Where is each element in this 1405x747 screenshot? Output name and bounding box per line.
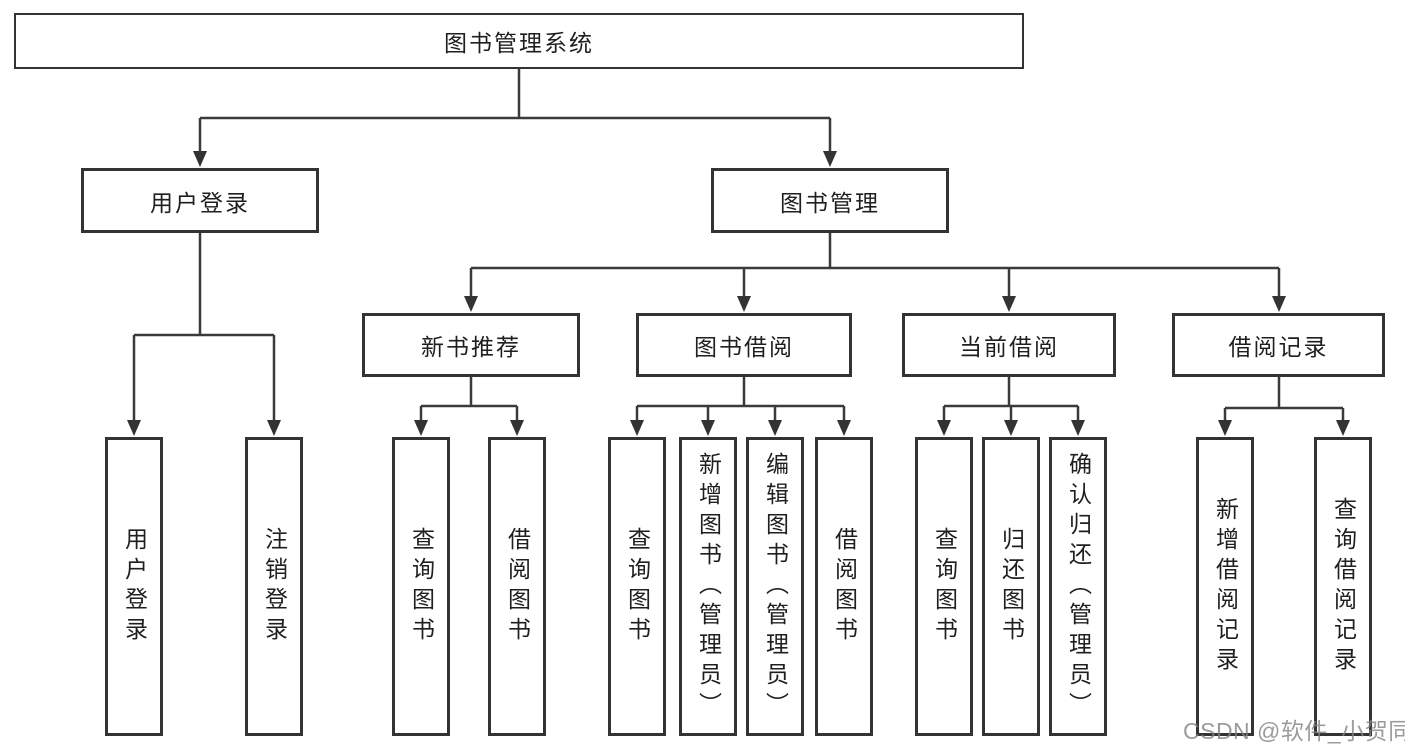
leaf-label: 借阅图书 <box>831 526 858 647</box>
leaf-label: 查询图书 <box>931 526 958 647</box>
node-borrowing-records: 借阅记录 <box>1172 313 1385 377</box>
node-new-book-recommendation: 新书推荐 <box>362 313 580 377</box>
leaf-label: 借阅图书 <box>504 526 531 647</box>
node-user-login: 用户登录 <box>81 168 319 233</box>
leaf-query-books-borrowing: 查询图书 <box>608 437 666 736</box>
leaf-label: 查询图书 <box>408 526 435 647</box>
leaf-label: 用户登录 <box>121 526 148 647</box>
leaf-logout: 注销登录 <box>245 437 303 736</box>
node-library-management-system: 图书管理系统 <box>14 13 1024 69</box>
leaf-edit-books-admin: 编辑图书（管理员） <box>746 437 804 736</box>
node-label: 用户登录 <box>150 189 250 216</box>
leaf-label: 注销登录 <box>261 526 288 647</box>
csdn-watermark: CSDN @软件_小贺同学 <box>1183 718 1405 744</box>
leaf-add-books-admin: 新增图书（管理员） <box>679 437 737 736</box>
leaf-borrow-books: 借阅图书 <box>815 437 873 736</box>
node-label: 图书借阅 <box>694 334 794 360</box>
node-current-borrowing: 当前借阅 <box>902 313 1116 377</box>
node-label: 新书推荐 <box>421 334 521 360</box>
leaf-label: 查询借阅记录 <box>1330 496 1357 677</box>
node-label: 图书管理 <box>780 189 880 216</box>
leaf-label: 编辑图书（管理员） <box>762 451 789 722</box>
leaf-label: 查询图书 <box>624 526 651 647</box>
leaf-return-books: 归还图书 <box>982 437 1040 736</box>
leaf-label: 归还图书 <box>998 526 1025 647</box>
node-book-management: 图书管理 <box>711 168 949 233</box>
leaf-user-login: 用户登录 <box>105 437 163 736</box>
node-label: 图书管理系统 <box>444 30 594 56</box>
leaf-borrow-books-recommend: 借阅图书 <box>488 437 546 736</box>
leaf-query-books-current: 查询图书 <box>915 437 973 736</box>
leaf-label: 新增借阅记录 <box>1212 496 1239 677</box>
node-label: 当前借阅 <box>959 334 1059 360</box>
leaf-label: 确认归还（管理员） <box>1065 451 1092 722</box>
node-label: 借阅记录 <box>1228 334 1329 360</box>
leaf-query-books-recommend: 查询图书 <box>392 437 450 736</box>
leaf-label: 新增图书（管理员） <box>695 451 722 722</box>
leaf-query-borrow-record: 查询借阅记录 <box>1314 437 1372 736</box>
leaf-confirm-return-admin: 确认归还（管理员） <box>1049 437 1107 736</box>
leaf-add-borrow-record: 新增借阅记录 <box>1196 437 1254 736</box>
node-book-borrowing: 图书借阅 <box>636 313 852 377</box>
